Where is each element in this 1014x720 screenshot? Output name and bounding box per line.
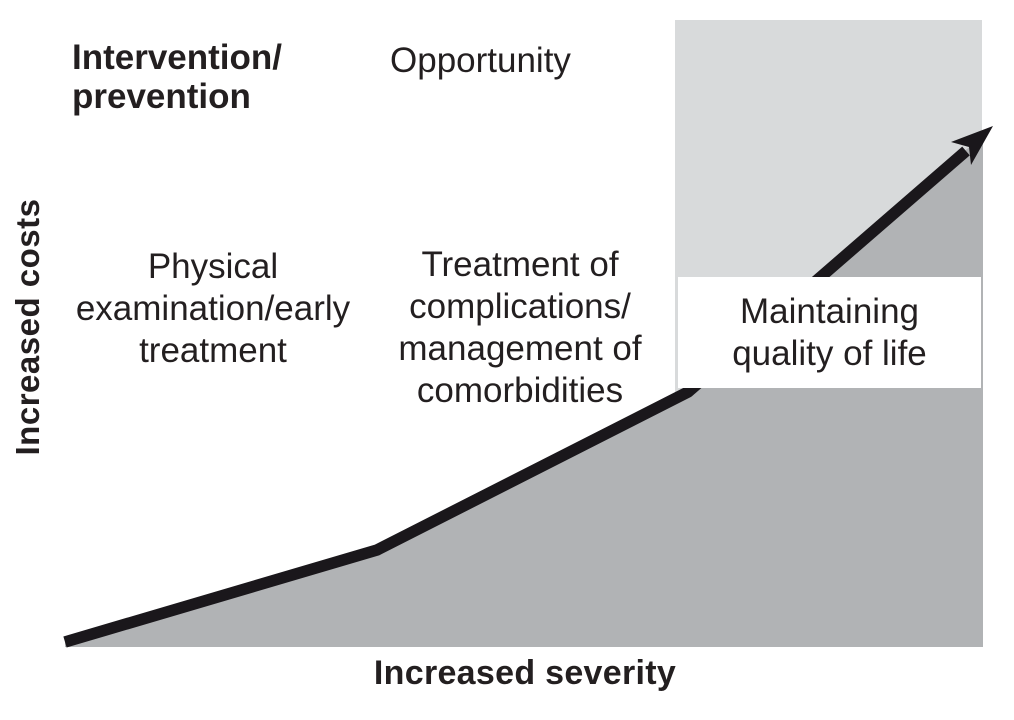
x-axis-label: Increased severity bbox=[373, 654, 677, 692]
opportunity-label: Opportunity bbox=[390, 41, 571, 80]
maintaining-qol-label: Maintaining quality of life bbox=[732, 291, 927, 373]
physical-examination-label: Physical examination/early treatment bbox=[75, 247, 351, 370]
arrowhead-icon bbox=[951, 126, 993, 165]
intervention-prevention-label: Intervention/ prevention bbox=[72, 38, 283, 117]
cost-curve-line bbox=[63, 146, 970, 648]
y-axis-label: Increased costs bbox=[9, 198, 46, 456]
maintaining-qol-box: Maintaining quality of life bbox=[678, 277, 981, 388]
treatment-complications-label: Treatment of complications/ management o… bbox=[398, 245, 642, 410]
cost-area-fill bbox=[65, 135, 983, 647]
